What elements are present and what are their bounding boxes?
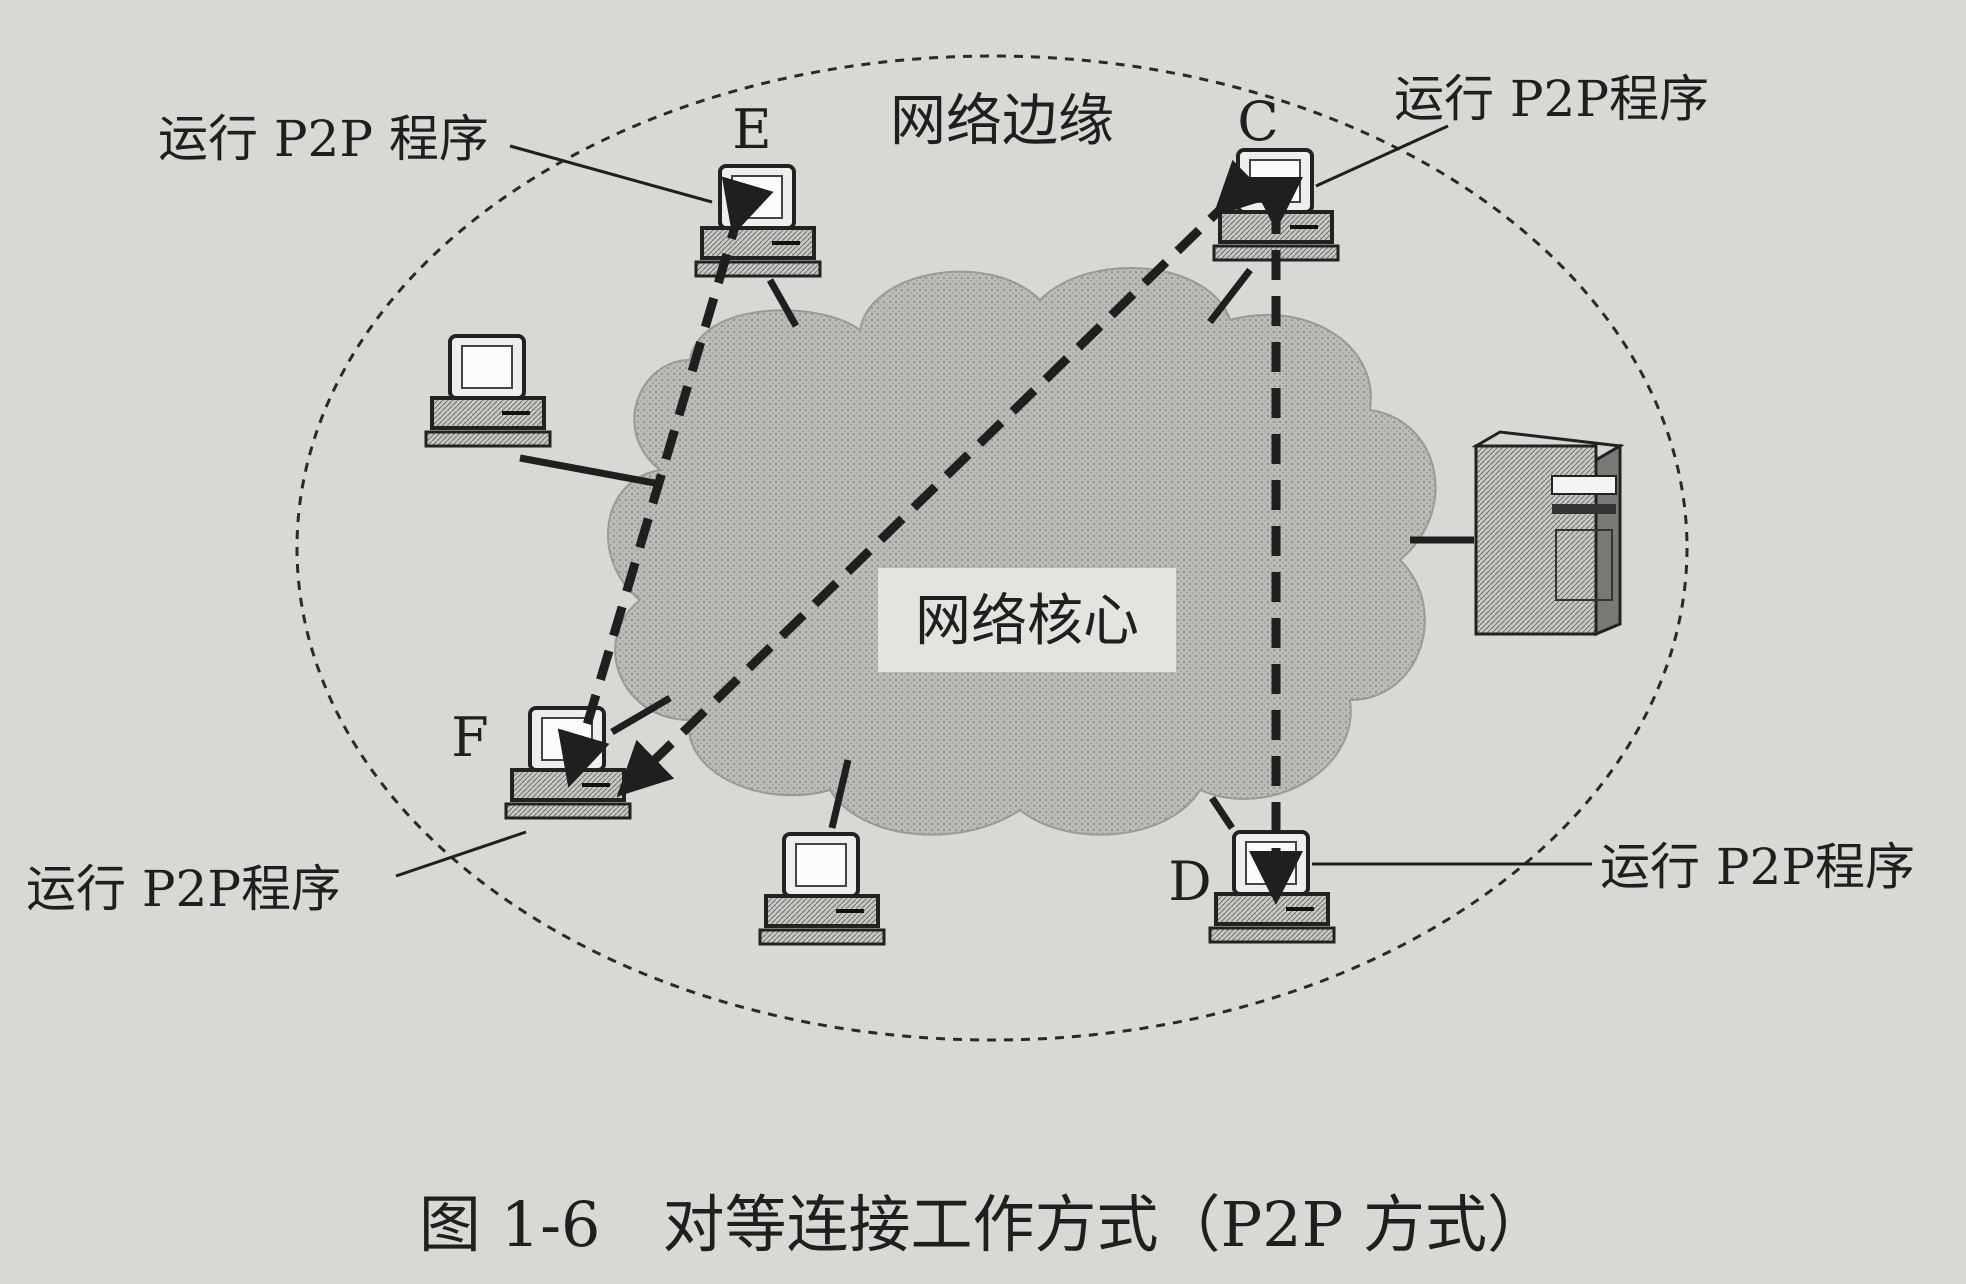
- p2p-connections: [557, 159, 1303, 905]
- note-c: 运行 P2P程序: [1394, 70, 1709, 128]
- network-core-cloud: [607, 266, 1437, 836]
- node-c-label: C: [1237, 90, 1278, 153]
- p2p-c-f: [616, 159, 1271, 797]
- note-f: 运行 P2P程序: [26, 860, 341, 918]
- link-d: [1209, 796, 1235, 830]
- pc-e-icon: [694, 164, 822, 278]
- pc-bottom-icon: [758, 832, 886, 946]
- note-d: 运行 P2P程序: [1600, 838, 1915, 896]
- node-f-label: F: [451, 706, 488, 769]
- link-pc-left: [519, 454, 661, 488]
- core-label: 网络核心: [915, 589, 1139, 654]
- figure-caption: 图 1-6 对等连接工作方式（P2P 方式）: [419, 1188, 1549, 1261]
- note-e: 运行 P2P 程序: [158, 110, 489, 168]
- network-edge-boundary: [295, 54, 1689, 1042]
- callout-lines: [395, 124, 1592, 878]
- node-d-label: D: [1168, 850, 1211, 913]
- node-e-label: E: [732, 98, 771, 161]
- callout-line-c: [1315, 124, 1449, 188]
- link-c: [1207, 267, 1253, 325]
- callout-line-e: [509, 144, 713, 204]
- callout-line-f: [395, 830, 527, 878]
- pc-left-icon: [424, 334, 552, 448]
- pc-f-icon: [504, 706, 632, 820]
- server-icon: [1471, 430, 1625, 637]
- edge-label: 网络边缘: [890, 89, 1114, 154]
